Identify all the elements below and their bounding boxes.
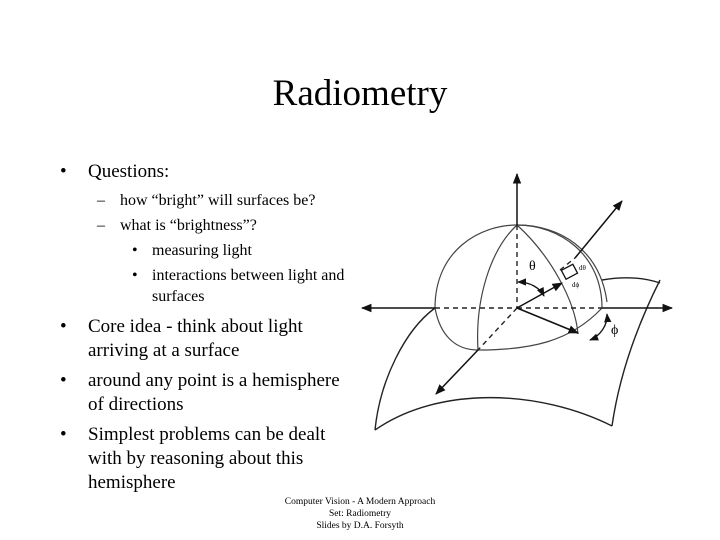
hidden-axis-lines — [435, 225, 602, 351]
bullet-item: • Questions: — [60, 160, 360, 184]
bullet-marker: • — [132, 267, 138, 284]
bullet-text: what is “brightness”? — [120, 217, 257, 234]
bullet-list: • Questions: – how “bright” will surface… — [60, 160, 360, 501]
bullet-marker: • — [60, 424, 67, 445]
phi-label: ϕ — [611, 323, 618, 338]
phi-arc — [589, 313, 612, 341]
footer-line-set: Set: Radiometry — [328, 509, 391, 519]
bullet-text: Simplest problems can be dealt with by r… — [88, 424, 326, 493]
direction-vector — [574, 200, 623, 259]
slide-footer: Computer Vision - A Modern Approach Set:… — [240, 496, 480, 532]
dash-marker: – — [97, 217, 105, 234]
direction-vector-inner — [516, 282, 563, 309]
bullet-item: • Simplest problems can be dealt with by… — [60, 423, 360, 495]
solid-angle-patch — [560, 263, 579, 281]
sub-bullet-item: – what is “brightness”? — [60, 215, 360, 237]
theta-arc — [517, 278, 545, 297]
d-phi-label: dϕ — [572, 281, 580, 289]
hemisphere — [434, 224, 608, 351]
bullet-text: Questions: — [88, 161, 170, 182]
projection-vector — [516, 307, 579, 334]
footer-line-course: Computer Vision - A Modern Approach — [284, 497, 436, 507]
axes — [360, 172, 674, 395]
sub-sub-bullet-item: • measuring light — [60, 240, 360, 261]
bullet-marker: • — [60, 316, 67, 337]
sub-bullet-item: – how “bright” will surfaces be? — [60, 190, 360, 212]
d-theta-label: dθ — [579, 264, 587, 272]
dash-marker: – — [97, 192, 105, 209]
bullet-item: • Core idea - think about light arriving… — [60, 315, 360, 363]
footer-line-author: Slides by D.A. Forsyth — [316, 521, 404, 531]
bullet-text: how “bright” will surfaces be? — [120, 192, 316, 209]
sub-sub-bullet-item: • interactions between light and surface… — [60, 265, 360, 307]
slide-title: Radiometry — [272, 73, 448, 114]
theta-label: θ — [529, 259, 536, 274]
bullet-text: interactions between light and surfaces — [152, 267, 345, 305]
bullet-item: • around any point is a hemisphere of di… — [60, 369, 360, 417]
y-axis-front — [435, 349, 479, 395]
bullet-marker: • — [132, 242, 138, 259]
bullet-text: around any point is a hemisphere of dire… — [88, 370, 340, 415]
bullet-marker: • — [60, 161, 67, 182]
bullet-text: measuring light — [152, 242, 252, 259]
bullet-marker: • — [60, 370, 67, 391]
bullet-text: Core idea - think about light arriving a… — [88, 316, 303, 361]
surface-patch — [374, 277, 661, 431]
